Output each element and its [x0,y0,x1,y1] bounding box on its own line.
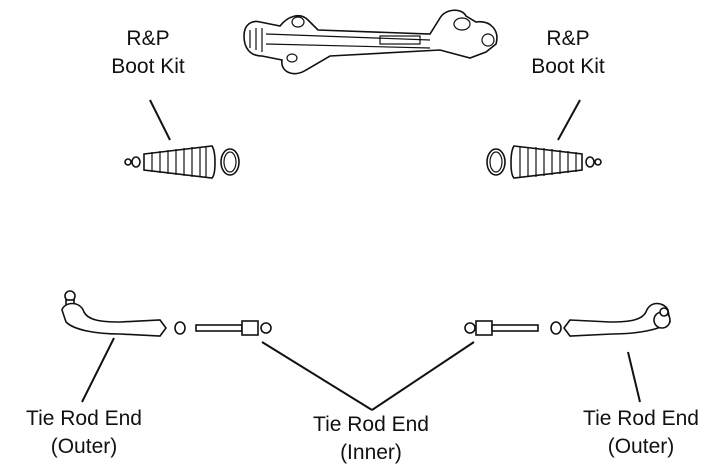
tie-rod-end-outer-left [61,290,186,403]
tie-rod-end-outer-left-label-line2: (Outer) [50,435,118,458]
boot-kit-left-label-line1: R&P [126,27,170,50]
tie-rod-end-outer-right [550,302,671,403]
boot-kit-right-label: R&P Boot Kit [508,25,628,81]
boot-kit-left [124,99,240,179]
boot-kit-left-label-line2: Boot Kit [111,55,185,78]
tie-rod-end-inner-label-line1: Tie Rod End [313,413,429,436]
tie-rod-end-inner-left [195,320,272,336]
tie-rod-end-outer-right-label-line2: (Outer) [607,435,675,458]
tie-rod-end-inner-right [464,320,539,336]
tie-rod-end-inner-label-line2: (Inner) [340,441,402,464]
boot-kit-right [486,99,602,179]
inner-tie-rod-leader-lines [261,341,475,411]
boot-kit-right-label-line1: R&P [546,27,590,50]
tie-rod-end-outer-right-label: Tie Rod End (Outer) [565,405,717,461]
tie-rod-end-outer-left-label-line1: Tie Rod End [26,407,142,430]
tie-rod-end-outer-right-label-line1: Tie Rod End [583,407,699,430]
rack-and-pinion-assembly [243,9,498,75]
tie-rod-end-outer-left-label: Tie Rod End (Outer) [0,405,168,461]
boot-kit-left-label: R&P Boot Kit [88,25,208,81]
boot-kit-right-label-line2: Boot Kit [531,55,605,78]
tie-rod-end-inner-label: Tie Rod End (Inner) [296,411,446,467]
